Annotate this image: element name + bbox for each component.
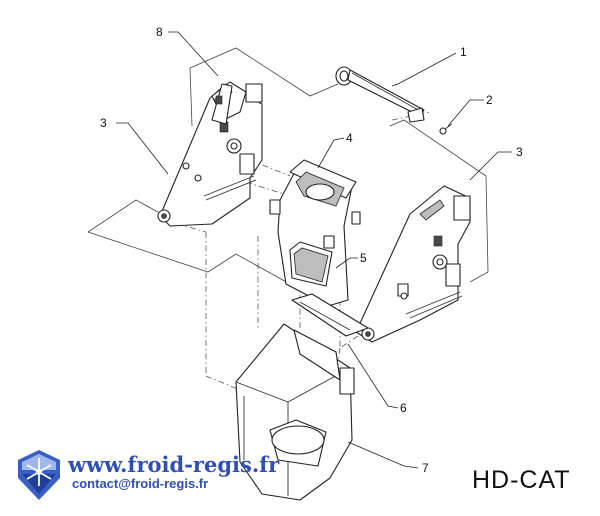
part-side-plate-left xyxy=(157,81,263,227)
part-latch xyxy=(211,83,233,125)
callout-3-left: 3 xyxy=(100,116,107,130)
callout-4: 4 xyxy=(346,131,353,145)
part-side-plate-right xyxy=(355,185,471,343)
callout-3-right: 3 xyxy=(516,145,523,159)
model-code: HD-CAT xyxy=(472,466,571,494)
callout-6: 6 xyxy=(400,401,407,415)
part-spring-clip xyxy=(291,293,369,337)
website-url[interactable]: www.froid-regis.fr xyxy=(68,452,280,477)
callout-7: 7 xyxy=(422,461,429,475)
snowflake-shield-logo xyxy=(18,450,60,500)
callout-1: 1 xyxy=(460,45,467,59)
callout-2: 2 xyxy=(486,93,493,107)
contact-email[interactable]: contact@froid-regis.fr xyxy=(72,476,209,491)
leader-lines xyxy=(116,31,512,469)
part-screw xyxy=(439,123,453,135)
part-shaft xyxy=(335,66,425,123)
part-chute-body xyxy=(269,159,361,307)
callout-8: 8 xyxy=(156,25,163,39)
callout-5: 5 xyxy=(360,251,367,265)
part-bin xyxy=(235,323,355,501)
